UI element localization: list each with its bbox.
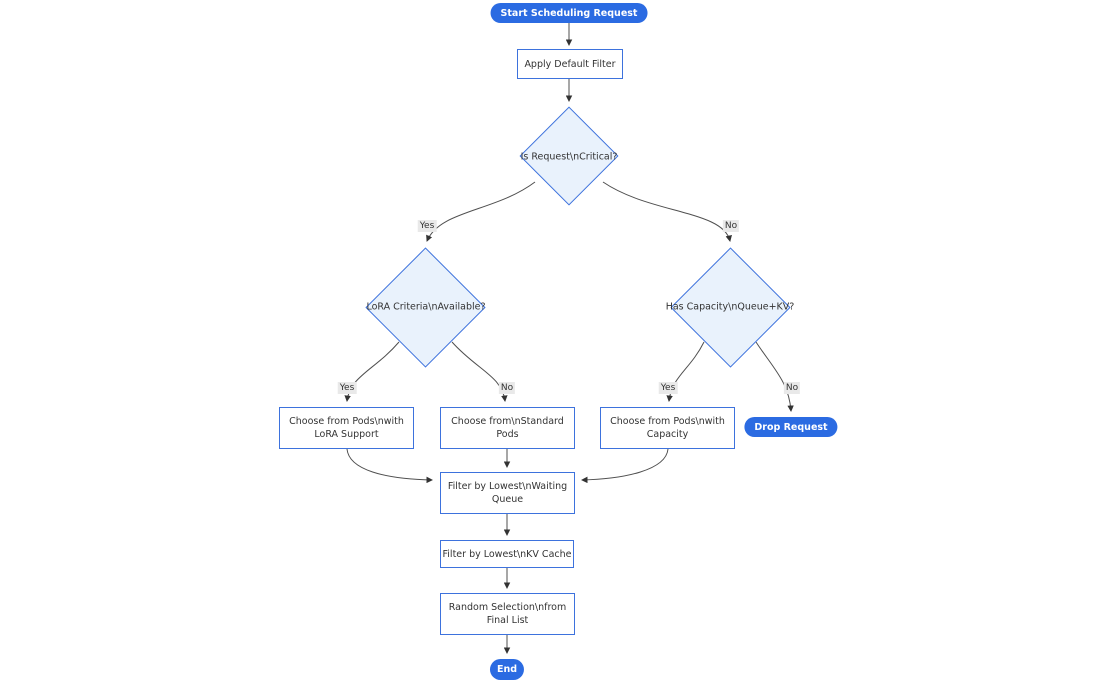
- edge-box3-filterqueue: [581, 448, 669, 484]
- decision-is-request-critical-label: Is Request\nCritical?: [520, 151, 618, 163]
- node-choose-standard-pods: Choose from\nStandard Pods: [440, 407, 575, 449]
- decision-has-capacity-label: Has Capacity\nQueue+KV?: [665, 301, 795, 313]
- node-random-selection: Random Selection\nfrom Final List: [440, 593, 575, 635]
- node-drop-request: Drop Request: [744, 417, 838, 437]
- edge-label-lora-no: No: [498, 382, 516, 394]
- node-filter-lowest-waiting-queue: Filter by Lowest\nWaiting Queue: [440, 472, 575, 514]
- node-label: Pods: [496, 429, 519, 440]
- node-label: Choose from\nStandard: [451, 416, 564, 427]
- node-label: Capacity: [646, 429, 689, 440]
- node-label: Filter by Lowest\nKV Cache: [442, 548, 572, 560]
- edge-label-capacity-yes: Yes: [658, 382, 678, 394]
- node-label: Choose from Pods\nwith: [289, 416, 404, 427]
- decision-lora-criteria-label: LoRA Criteria\nAvailable?: [366, 301, 486, 313]
- node-label: Apply Default Filter: [524, 58, 616, 70]
- edge-label-critical-no: No: [722, 220, 740, 232]
- node-label: Filter by Lowest\nWaiting: [447, 481, 568, 492]
- edge-capacity-no: [755, 341, 794, 412]
- node-label: Start Scheduling Request: [500, 7, 638, 19]
- node-label: Queue: [491, 494, 524, 505]
- node-label: Drop Request: [754, 421, 828, 433]
- edge-lora-no: [451, 341, 508, 402]
- edge-box1-filterqueue: [346, 448, 433, 484]
- node-label: LoRA Support: [314, 429, 379, 440]
- node-label: Random Selection\nfrom: [448, 602, 567, 613]
- node-choose-pods-capacity: Choose from Pods\nwith Capacity: [600, 407, 735, 449]
- node-filter-lowest-kv-cache: Filter by Lowest\nKV Cache: [440, 540, 574, 568]
- node-label: Choose from Pods\nwith: [610, 416, 725, 427]
- edge-label-capacity-no: No: [783, 382, 801, 394]
- edge-label-lora-yes: Yes: [337, 382, 357, 394]
- node-choose-pods-lora: Choose from Pods\nwith LoRA Support: [279, 407, 414, 449]
- node-end: End: [489, 659, 525, 680]
- node-apply-default-filter: Apply Default Filter: [517, 49, 623, 79]
- edge-critical-yes: [426, 181, 536, 242]
- edge-critical-no: [602, 181, 732, 242]
- node-start: Start Scheduling Request: [490, 3, 648, 23]
- node-label: End: [496, 664, 518, 675]
- edge-label-critical-yes: Yes: [417, 220, 437, 232]
- node-label: Final List: [486, 615, 529, 626]
